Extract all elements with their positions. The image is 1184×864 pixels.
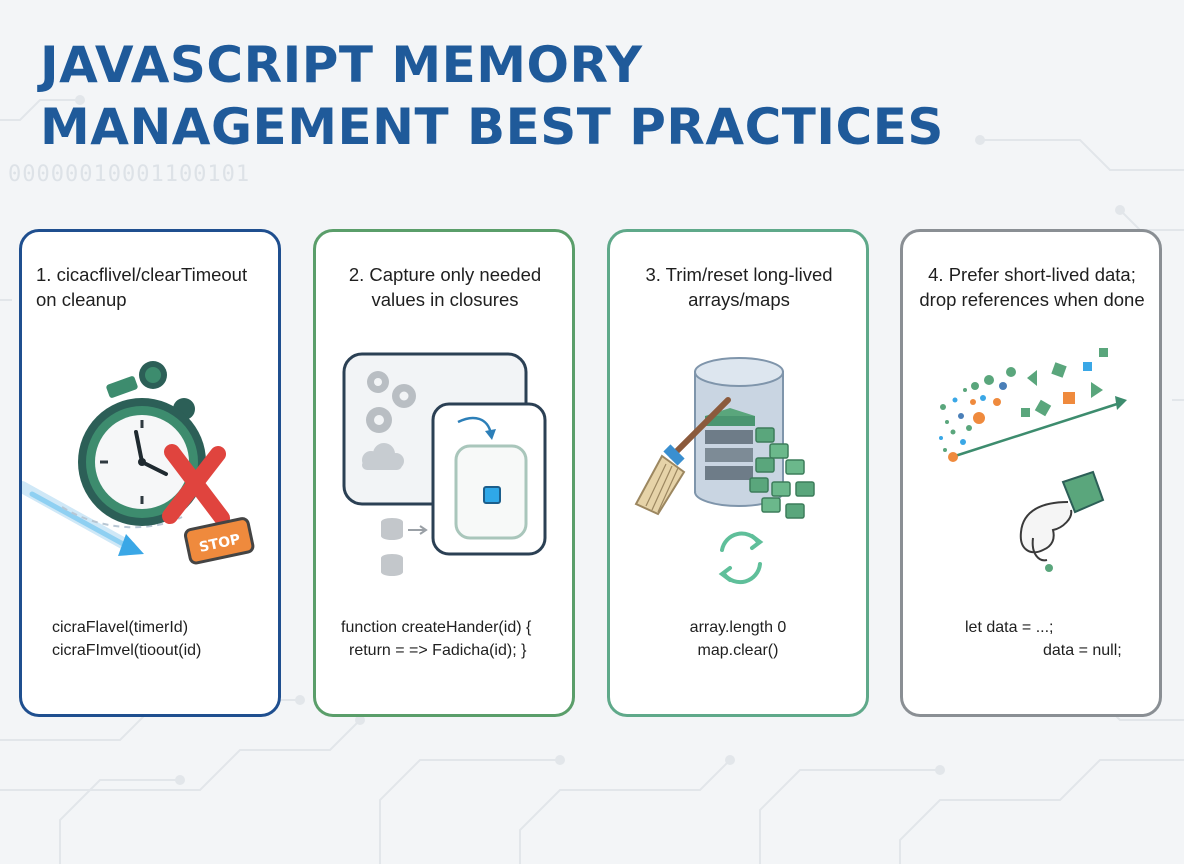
card-4-heading: 4. Prefer short-lived data; drop referen… — [917, 262, 1147, 312]
practice-card-4: 4. Prefer short-lived data; drop referen… — [900, 229, 1162, 717]
card-3-code-line-2: map.clear() — [697, 642, 779, 659]
broom-icon — [634, 397, 731, 516]
card-2-heading: 2. Capture only needed values in closure… — [330, 262, 560, 312]
card-3-code-line-1: array.length 0 — [689, 619, 787, 636]
card-4-code: let data = ...; data = null; — [903, 616, 1159, 662]
value-square-icon — [483, 486, 501, 504]
card-1-heading: 1. cicacflivel/clearTimeout on cleanup — [36, 262, 266, 312]
page-title: JAVASCRIPT MEMORY MANAGEMENT BEST PRACTI… — [40, 34, 944, 158]
binary-watermark: 00000010001100101 — [8, 162, 251, 187]
cancel-x-icon — [162, 444, 230, 526]
card-1-heading-line-2: on cleanup — [36, 289, 127, 310]
card-2-code-line-1: function createHander(id) { — [341, 619, 532, 636]
stopwatch-icon — [78, 361, 206, 526]
card-4-code-line-2: data = null; — [1043, 642, 1122, 659]
card-3-code: array.length 0 map.clear() — [610, 616, 866, 662]
card-3-heading: 3. Trim/reset long-lived arrays/maps — [624, 262, 854, 312]
card-4-heading-line-2: drop references when done — [919, 289, 1145, 310]
practice-card-1: 1. cicacflivel/clearTimeout on cleanup — [19, 229, 281, 717]
arrow-right-icon — [948, 396, 1127, 462]
card-3-heading-line-2: arrays/maps — [688, 289, 790, 310]
card-3-illustration — [634, 357, 815, 585]
card-1-heading-line-1: 1. cicacflivel/clearTimeout — [36, 264, 248, 285]
card-1-code-line-1: cicraFlavel(timerId) — [52, 619, 189, 636]
gear-icon — [366, 371, 416, 433]
card-1-code-line-2: cicraFImvel(tioout(id) — [52, 642, 202, 659]
particle-stream-icon — [939, 348, 1108, 452]
card-2-heading-line-2: values in closures — [371, 289, 519, 310]
closure-arrow-icon — [457, 416, 496, 440]
card-4-illustration — [939, 348, 1127, 572]
cloud-icon — [362, 443, 404, 470]
card-4-heading-line-1: 4. Prefer short-lived data; — [928, 264, 1136, 285]
data-cubes-icon — [749, 427, 815, 519]
releasing-hand-icon — [1019, 470, 1105, 572]
title-line-2: MANAGEMENT BEST PRACTICES — [40, 98, 944, 156]
card-2-illustration — [342, 352, 547, 576]
card-2-code: function createHander(id) { return = => … — [316, 616, 572, 662]
card-2-code-line-2: return = => Fadicha(id); } — [349, 642, 527, 659]
stop-sign-icon: STOP — [183, 517, 255, 565]
card-1-code: cicraFlavel(timerId) cicraFImvel(tioout(… — [22, 616, 278, 662]
refresh-icon — [718, 531, 764, 585]
database-icon — [381, 518, 403, 576]
practice-card-2: 2. Capture only needed values in closure… — [313, 229, 575, 717]
card-2-heading-line-1: 2. Capture only needed — [348, 264, 542, 285]
motion-arrow-icon — [22, 481, 183, 556]
card-3-heading-line-1: 3. Trim/reset long-lived — [645, 264, 833, 285]
card-4-code-line-1: let data = ...; — [965, 619, 1054, 636]
title-line-1: JAVASCRIPT MEMORY — [40, 36, 643, 94]
practice-card-3: 3. Trim/reset long-lived arrays/maps — [607, 229, 869, 717]
card-1-illustration: STOP — [22, 361, 255, 565]
